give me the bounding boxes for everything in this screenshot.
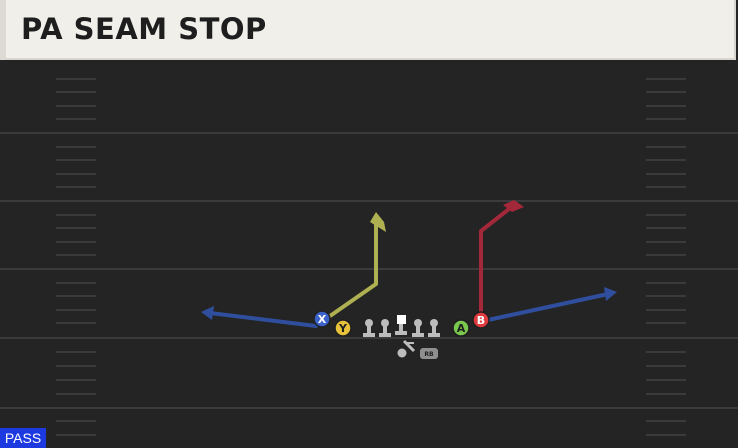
receiver-a-label: A xyxy=(457,322,466,335)
route-a[interactable] xyxy=(486,287,617,322)
play-title: PA SEAM STOP xyxy=(21,12,267,46)
title-accent xyxy=(0,0,6,60)
hash-marks-right xyxy=(646,78,686,436)
rb-label: RB xyxy=(424,351,434,358)
yard-lines xyxy=(0,132,738,409)
receiver-b-label: B xyxy=(477,314,485,327)
hash-marks-left xyxy=(56,78,96,436)
receiver-a[interactable]: A xyxy=(452,319,470,337)
right-guard xyxy=(412,319,424,337)
receiver-x[interactable]: X xyxy=(313,310,331,328)
left-tackle xyxy=(363,319,375,337)
receiver-y-label: Y xyxy=(338,322,348,335)
receiver-y[interactable]: Y xyxy=(334,319,352,337)
quarterback xyxy=(397,339,416,358)
receiver-x-label: X xyxy=(318,313,327,326)
route-b[interactable] xyxy=(479,200,524,318)
center xyxy=(395,315,407,335)
route-y[interactable] xyxy=(328,212,386,318)
receiver-b[interactable]: B xyxy=(472,311,490,329)
title-bar: PA SEAM STOP xyxy=(0,0,736,60)
offensive-line xyxy=(363,315,440,337)
route-x[interactable] xyxy=(201,306,318,328)
play-type-badge: PASS xyxy=(0,428,46,448)
left-guard xyxy=(379,319,391,337)
right-tackle xyxy=(428,319,440,337)
running-back: RB xyxy=(420,348,438,359)
